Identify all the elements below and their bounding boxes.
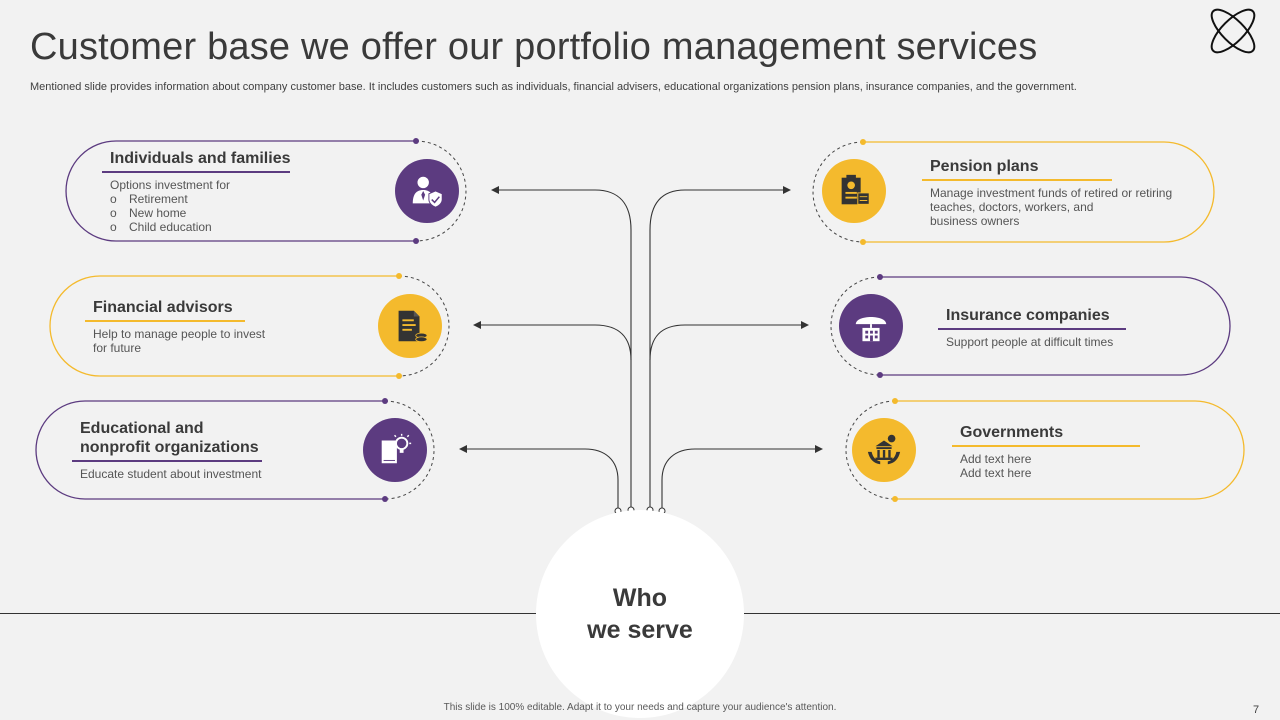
card-outline-individuals (65, 140, 416, 242)
card-body: Educate student about investment (80, 467, 262, 481)
card-outline-government (895, 400, 1245, 500)
who-we-serve-hub: Who we serve (536, 510, 744, 718)
title-underline (102, 171, 290, 173)
card-body: Manage investment funds of retired or re… (930, 186, 1173, 228)
investor-shield-icon (395, 159, 459, 223)
card-outline-education (35, 400, 385, 500)
dashed-ring-advisors (398, 275, 450, 377)
page-number: 7 (1253, 704, 1260, 716)
card-outline-insurance (880, 276, 1231, 376)
card-outline-advisors (49, 275, 399, 377)
card-body: Add text here Add text here (960, 452, 1032, 480)
card-outline-pension (863, 141, 1215, 243)
page-title: Customer base we offer our portfolio man… (30, 26, 1038, 68)
title-underline (85, 320, 245, 322)
card-individuals: Individuals and families Options investm… (102, 149, 380, 234)
clipboard-money-icon (822, 159, 886, 223)
hands-government-icon (852, 418, 916, 482)
dashed-ring-individuals (415, 140, 467, 242)
card-title-line-1: Educational and (80, 420, 204, 437)
card-body: Help to manage people to invest for futu… (93, 327, 266, 355)
footer-note: This slide is 100% editable. Adapt it to… (443, 702, 837, 713)
card-body: Support people at difficult times (946, 335, 1114, 349)
title-underline (952, 445, 1140, 447)
card-title: Financial advisors (93, 299, 233, 316)
card-education: Educational and nonprofit organizations … (72, 419, 350, 481)
wire-individuals (491, 186, 632, 508)
dashed-ring-pension (812, 141, 864, 243)
wire-education (459, 445, 619, 508)
title-underline (72, 460, 262, 462)
book-lightbulb-icon (363, 418, 427, 482)
wire-pension (649, 186, 791, 508)
card-government: Governments Add text here Add text here (952, 423, 1230, 480)
atom-logo-icon (1210, 8, 1256, 54)
title-underline (922, 179, 1112, 181)
wire-insurance (649, 321, 809, 361)
umbrella-building-icon (839, 294, 903, 358)
hub-line-1: Who (612, 584, 668, 612)
card-title: Pension plans (930, 158, 1039, 175)
card-title: Insurance companies (946, 307, 1110, 324)
wire-advisors (473, 321, 632, 361)
card-title-line-2: nonprofit organizations (80, 439, 259, 456)
document-coins-icon (378, 294, 442, 358)
wire-government (661, 445, 823, 508)
page-subtitle: Mentioned slide provides information abo… (30, 81, 1077, 93)
card-intro: Options investment for (110, 178, 231, 192)
hub-line-2: we serve (587, 616, 693, 644)
card-advisors: Financial advisors Help to manage people… (85, 298, 363, 355)
title-underline (938, 328, 1126, 330)
card-insurance: Insurance companies Support people at di… (938, 306, 1216, 349)
card-title: Individuals and families (110, 150, 291, 167)
card-pension: Pension plans Manage investment funds of… (922, 157, 1200, 228)
card-title: Governments (960, 424, 1064, 441)
